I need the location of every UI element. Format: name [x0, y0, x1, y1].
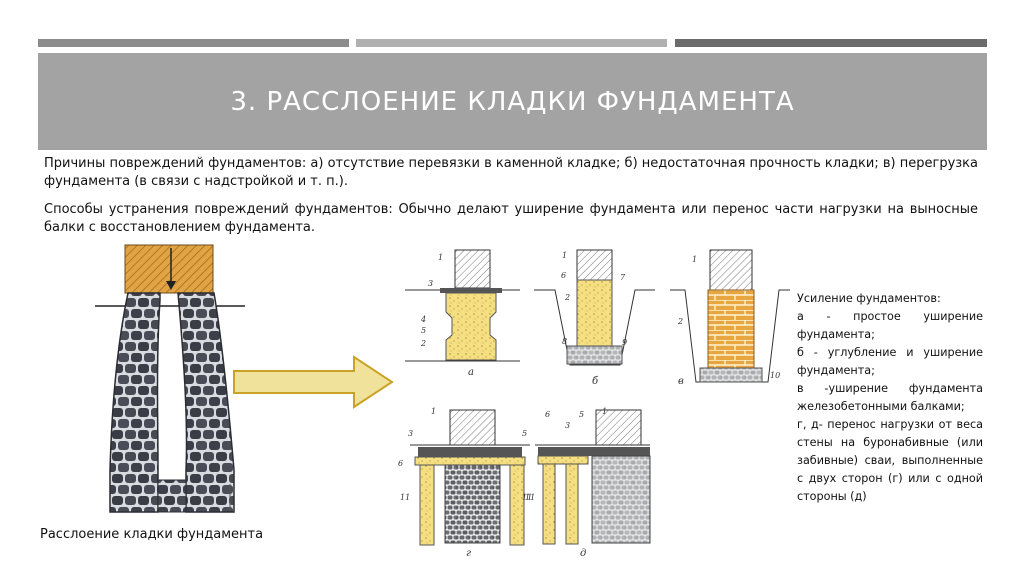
label-5-a: 5 — [421, 326, 426, 335]
label-2-b: 2 — [564, 293, 570, 302]
label-1-b: 1 — [562, 251, 567, 260]
reinforcement-legend: Усиление фундаментов: а - простое уширен… — [797, 290, 983, 506]
label-1-g: 1 — [431, 407, 436, 416]
label-3-a: 3 — [428, 279, 433, 288]
left-figure-caption: Расслоение кладки фундамента — [40, 527, 264, 542]
figure-b-deepening-widening — [534, 249, 655, 366]
label-11-d: 11 — [525, 493, 535, 502]
label-9-b: 9 — [622, 338, 627, 347]
label-7-b: 7 — [620, 273, 626, 282]
figure-letter-v: в — [678, 376, 684, 387]
legend-heading: Усиление фундаментов: — [797, 292, 941, 305]
label-6-d: 6 — [545, 410, 550, 419]
legend-item-a: а - простое уширение фундамента; — [797, 310, 983, 341]
slide-title: 3. РАССЛОЕНИЕ КЛАДКИ ФУНДАМЕНТА — [230, 86, 795, 117]
label-2-a: 2 — [420, 339, 426, 348]
legend-item-v: в -уширение фундамента железобетонными б… — [797, 382, 983, 413]
label-3-d: 3 — [565, 421, 570, 430]
label-5-g: 5 — [522, 429, 527, 438]
figure-letter-a: а — [468, 367, 474, 378]
label-4-a: 4 — [420, 315, 426, 324]
figure-letter-g: г — [466, 548, 471, 559]
label-8-b: 8 — [562, 337, 567, 346]
label-11-g-right: 11 — [522, 493, 532, 502]
remedies-paragraph: Способы устранения повреждений фундамент… — [44, 202, 978, 235]
figure-a-simple-widening — [405, 249, 520, 362]
label-3-g: 3 — [408, 429, 413, 438]
figure-d-piles-one-side — [535, 409, 651, 545]
figure-letter-d: д — [580, 548, 586, 559]
delaminated-foundation-drawing — [95, 244, 245, 513]
label-5-d: 5 — [579, 410, 584, 419]
label-11-g-left: 11 — [400, 493, 410, 502]
label-10-v: 10 — [770, 371, 780, 380]
label-6-g: 6 — [398, 459, 403, 468]
top-bar-middle — [356, 39, 667, 47]
causes-paragraph: Причины повреждений фундаментов: а) отсу… — [44, 156, 978, 189]
label-1-v: 1 — [692, 255, 697, 264]
label-1-d: 1 — [602, 407, 607, 416]
legend-item-g-d: г, д- перенос нагрузки от веса стены на … — [797, 418, 983, 503]
label-1-a: 1 — [438, 253, 443, 262]
top-bar-right — [675, 39, 987, 47]
right-arrow-shape — [233, 355, 394, 409]
legend-item-b: б - углубление и уширение фундамента; — [797, 346, 983, 377]
figure-letter-b: б — [592, 376, 599, 387]
label-6-b: 6 — [561, 271, 566, 280]
label-2-v: 2 — [677, 317, 683, 326]
figure-v-rc-beams-widening — [670, 249, 790, 383]
title-band: 3. РАССЛОЕНИЕ КЛАДКИ ФУНДАМЕНТА — [38, 53, 987, 150]
figure-g-piles-two-sides — [410, 409, 530, 546]
top-bar-left — [38, 39, 349, 47]
